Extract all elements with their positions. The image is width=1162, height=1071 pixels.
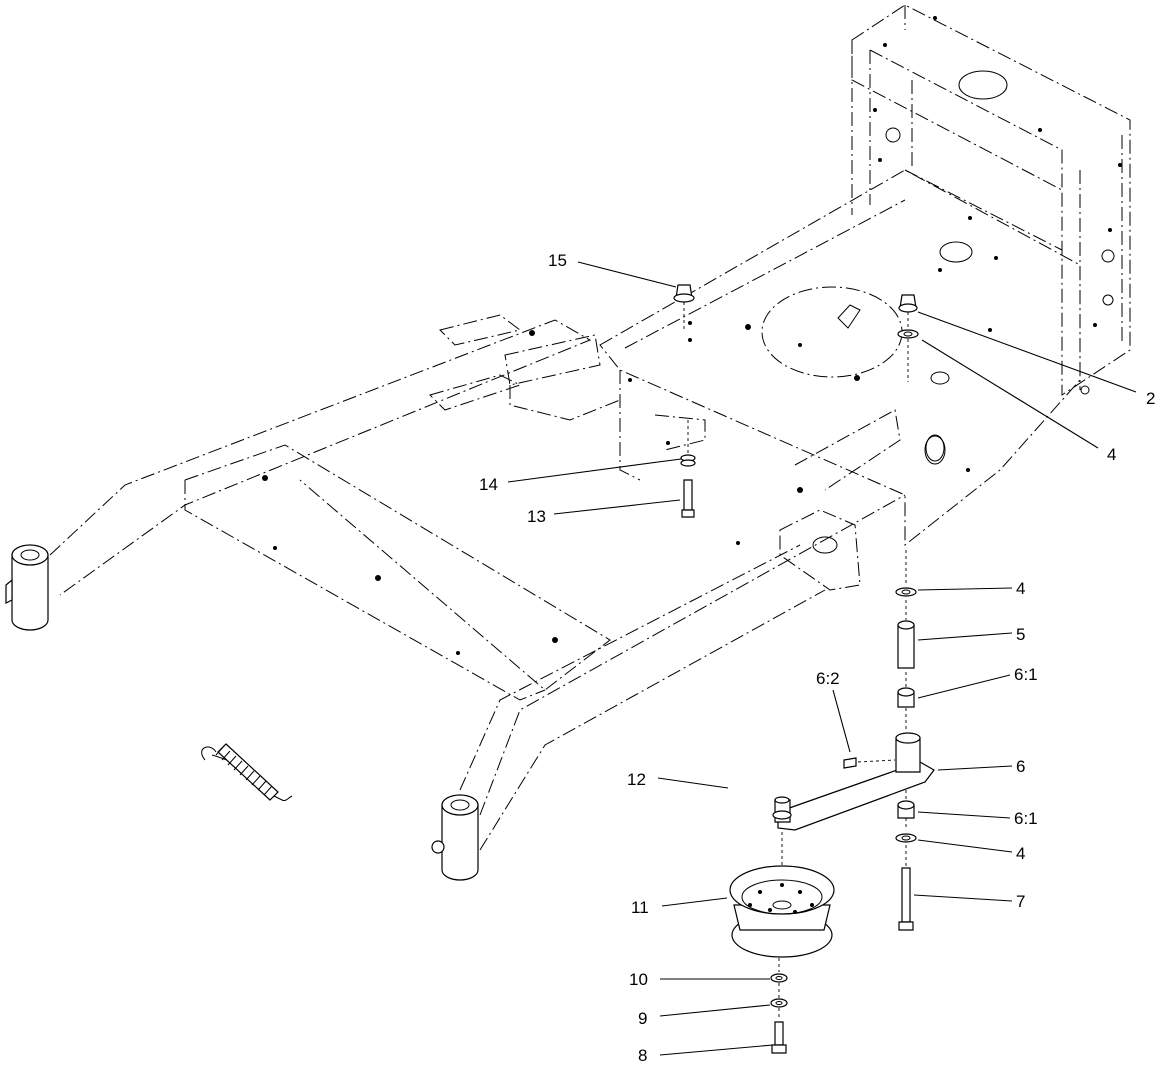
bushing-6-1-top — [897, 687, 915, 708]
washer-4-bottom — [895, 833, 917, 843]
washer-9 — [770, 983, 788, 1008]
callout-4-mid: 4 — [1016, 579, 1025, 598]
callout-15: 15 — [548, 251, 567, 270]
callout-leaders — [507, 261, 1137, 1056]
callout-14: 14 — [479, 475, 498, 494]
callout-5: 5 — [1016, 625, 1025, 644]
washer-14 — [680, 420, 696, 467]
callout-2: 2 — [1146, 389, 1155, 408]
callout-4-bottom: 4 — [1016, 844, 1025, 863]
bolt-13 — [681, 479, 695, 518]
idler-pulley-11 — [729, 832, 835, 958]
center-brackets — [429, 314, 945, 591]
bushing-6-1-bottom — [897, 800, 915, 819]
idler-arm-6 — [772, 732, 935, 831]
washer-10 — [770, 958, 788, 983]
callout-9: 9 — [638, 1009, 647, 1028]
bolt-7 — [898, 867, 914, 931]
callout-4-top: 4 — [1107, 445, 1116, 464]
main-deck-plate — [599, 169, 1081, 547]
bolt-8 — [771, 1008, 787, 1054]
callout-7: 7 — [1016, 892, 1025, 911]
nut-2 — [898, 294, 918, 313]
callout-6: 6 — [1016, 757, 1025, 776]
callout-8: 8 — [638, 1046, 647, 1065]
frame-side-rails — [49, 319, 906, 851]
washer-4-mid — [895, 587, 917, 597]
callout-6-1-top: 6:1 — [1014, 665, 1038, 684]
callout-12: 12 — [627, 770, 646, 789]
callout-6-2: 6:2 — [816, 669, 840, 688]
callout-10: 10 — [629, 970, 648, 989]
callout-labels: 15 2 4 14 13 4 5 6:1 6:2 6 12 6:1 4 11 7… — [479, 251, 1155, 1065]
left-caster-pivot — [5, 544, 49, 631]
rear-frame-upright — [851, 4, 1131, 396]
callout-13: 13 — [527, 507, 546, 526]
callout-11: 11 — [631, 898, 649, 917]
right-caster-pivot — [431, 794, 479, 881]
spacer-5 — [897, 620, 915, 669]
callout-6-1-bottom: 6:1 — [1014, 809, 1038, 828]
flange-nut-15 — [673, 284, 695, 330]
washer-4-top — [897, 312, 919, 382]
grease-fitting-6-2 — [843, 757, 896, 769]
extension-spring-12 — [201, 743, 293, 801]
